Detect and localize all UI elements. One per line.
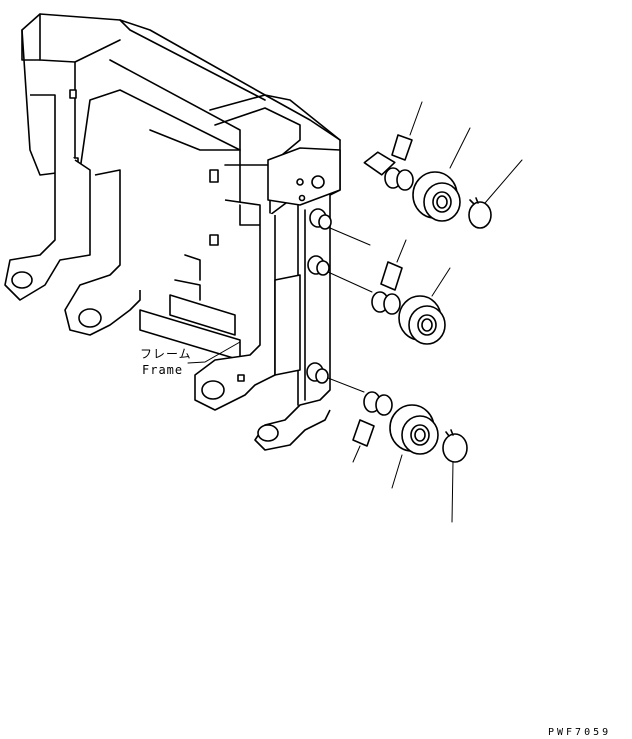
- frame-label-en: Frame: [142, 363, 183, 377]
- stud-upper: [309, 208, 332, 230]
- assembly-axis-lines: [327, 227, 373, 393]
- stud-middle: [307, 255, 330, 276]
- drawing-code: PWF7059: [548, 727, 611, 738]
- snap-ring-upper: [468, 197, 492, 229]
- part-set-middle: [371, 239, 451, 345]
- stud-lower: [306, 362, 329, 384]
- part-set-upper: [363, 101, 523, 229]
- bearing-lower: [389, 404, 439, 455]
- bearing-middle: [398, 295, 446, 345]
- frame-assembly: [4, 13, 341, 451]
- snap-ring-lower: [442, 429, 468, 463]
- frame-label-leader: [187, 341, 241, 364]
- part-set-lower: [352, 391, 468, 523]
- frame-label-jp: フレーム: [140, 347, 192, 361]
- bearing-upper: [412, 171, 461, 222]
